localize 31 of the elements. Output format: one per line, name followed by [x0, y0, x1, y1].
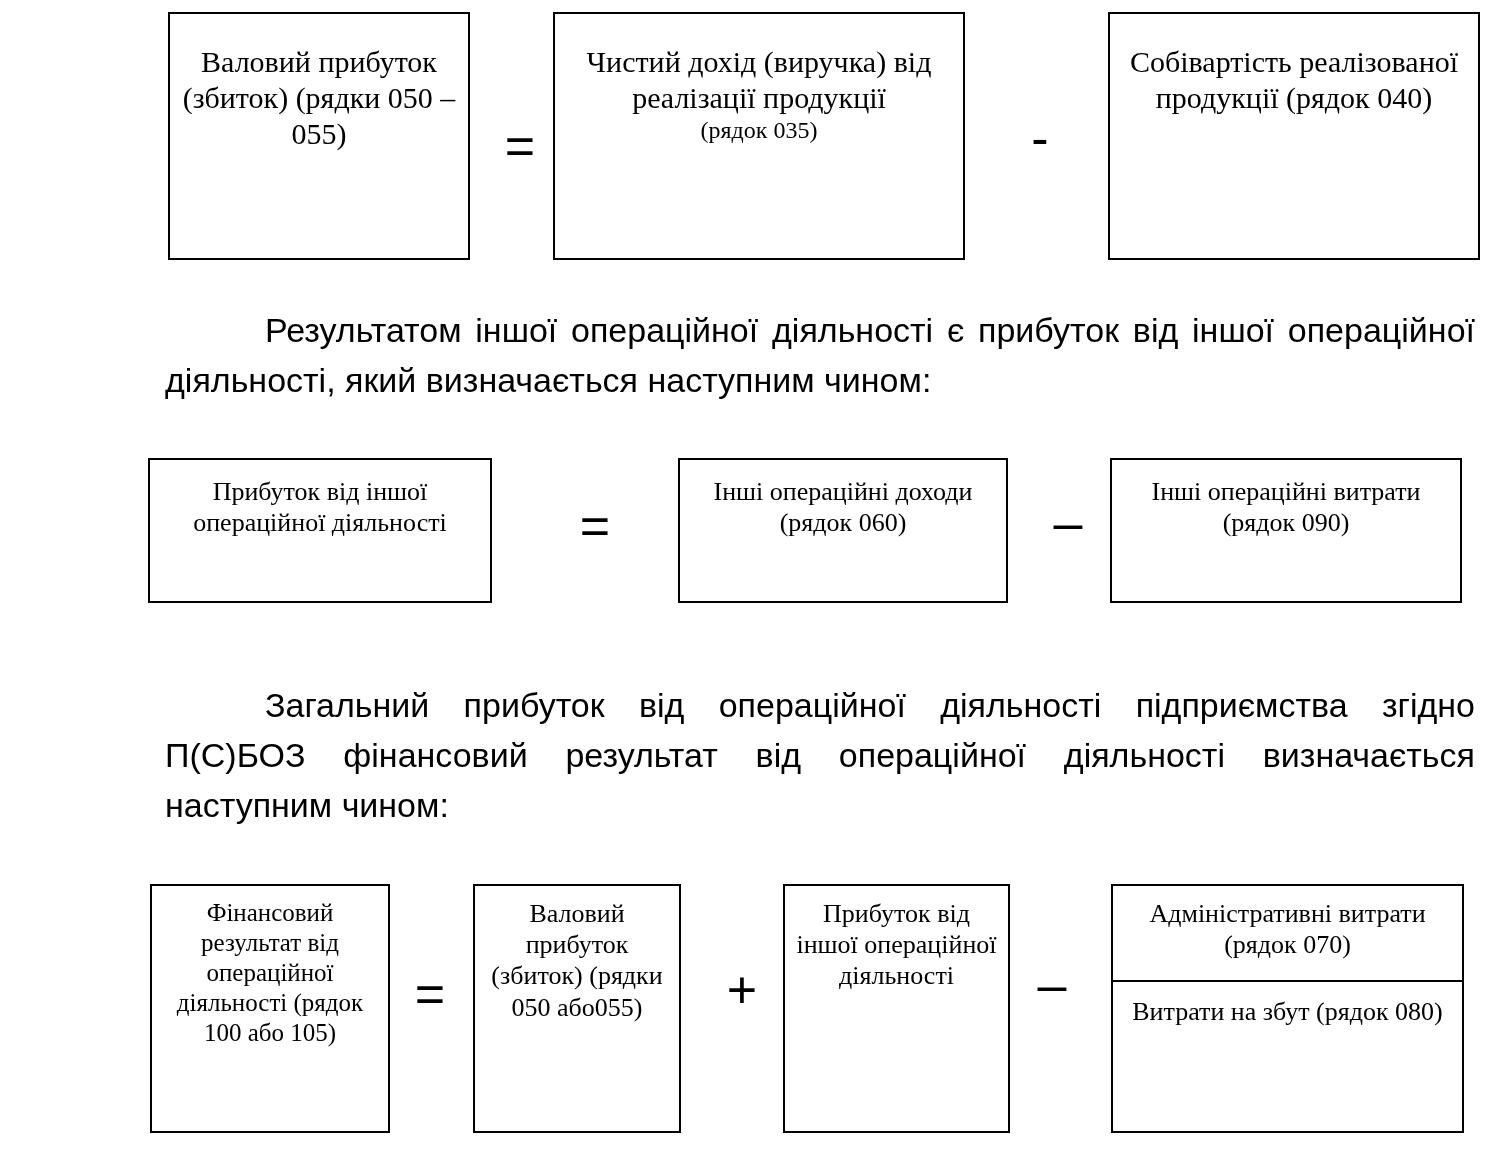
- box-text: Чистий дохід (виручка) від реалізації продукції: [585, 44, 933, 116]
- formula-box: [1110, 458, 1462, 603]
- formula-box: [1108, 12, 1480, 260]
- operator-sign: =: [413, 968, 447, 1020]
- box-text: Інші операційні витрати (рядок 090): [1150, 476, 1422, 539]
- box-text: (рядок 035): [699, 116, 819, 145]
- operator-sign: +: [725, 964, 759, 1016]
- formula-box: [473, 884, 681, 1133]
- formula-box: [678, 458, 1008, 603]
- formula-box: [783, 884, 1010, 1133]
- box-text: Прибуток від іншої операційної діяльності: [192, 476, 448, 539]
- box-text: Витрати на збут (рядок 080): [1113, 980, 1462, 1028]
- box-text: Інші операційні доходи (рядок 060): [712, 476, 974, 539]
- box-text: Фінансовий результат від операційної діяльності (рядок 100 або 105): [175, 898, 365, 1048]
- formula-box: [553, 12, 965, 260]
- operator-sign: =: [503, 120, 537, 172]
- formula-box: [150, 884, 390, 1133]
- operator-sign: -: [1030, 112, 1050, 164]
- formula-box: [148, 458, 492, 603]
- formula-box: [168, 12, 470, 260]
- operator-sign: –: [1036, 958, 1068, 1010]
- operator-sign: =: [578, 500, 612, 552]
- box-text: Валовий прибуток (збиток) (рядки 050 або055): [490, 898, 664, 1023]
- formula-box: [1111, 884, 1464, 1133]
- operator-sign: –: [1052, 496, 1084, 548]
- paragraph: Результатом іншої операційної діяльності є прибуток від іншої операційної діяльності, який визначається наступним чином:: [165, 310, 1475, 401]
- paragraph: Загальний прибуток від операційної діяльності підприємства згідно П(С)БОЗ фінансовий результат від операційної діяльності визначається наступним чином:: [165, 685, 1475, 826]
- box-text: Собівартість реалізованої продукції (рядок 040): [1128, 44, 1460, 116]
- box-text: Адміністративні витрати (рядок 070): [1148, 898, 1427, 961]
- box-text: Валовий прибуток (збиток) (рядки 050 – 055): [181, 44, 457, 152]
- box-text: Прибуток від іншої операційної діяльності: [795, 898, 998, 992]
